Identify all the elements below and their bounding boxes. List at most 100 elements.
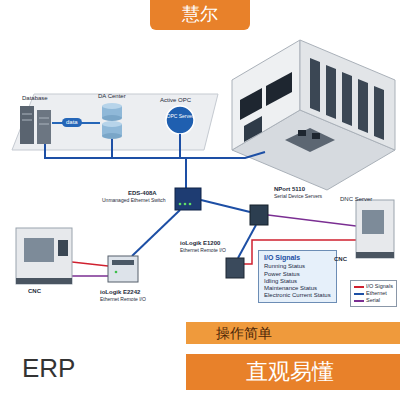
video-wall [240, 88, 262, 120]
device-type: Serial Device Servers [274, 194, 322, 200]
ethernet-wire [111, 139, 113, 158]
status-led [115, 271, 118, 274]
legend-row: Ethernet [354, 290, 393, 297]
storage-cylinder [102, 121, 122, 127]
legend-box: I/O SignalsEthernetSerial [350, 280, 397, 307]
node-text: 直观易懂 [246, 359, 334, 385]
signal-item: Running Status [264, 263, 331, 270]
machine-name: CNC [334, 256, 347, 263]
device-model: NPort 5110 [274, 186, 305, 193]
ethernet-wire [185, 158, 187, 188]
label-holder: Ethernet Remote I/O [180, 248, 226, 254]
database-server [20, 106, 34, 144]
part-name: Database [22, 95, 48, 102]
opc-server [166, 106, 194, 134]
terminal-strip [112, 260, 134, 265]
storage-cylinder [102, 103, 122, 109]
label-holder: EDS-408A [128, 190, 157, 197]
label-holder: CNC [28, 288, 41, 295]
signal-item: Idling Status [264, 278, 331, 285]
ethernet-wire [45, 144, 265, 158]
node-text: data [66, 119, 78, 126]
label-holder: Unmanaged Ethernet Switch [102, 198, 166, 204]
server-slot [39, 124, 49, 125]
legend-text: Ethernet [366, 290, 387, 297]
desk-monitor [298, 130, 306, 136]
server-slot [22, 120, 32, 121]
feature-band: 直观易懂 [186, 354, 400, 390]
legend-row: I/O Signals [354, 283, 393, 290]
io-signal-wire [72, 262, 108, 266]
status-led [179, 203, 182, 206]
label-holder: ioLogik E1200 [180, 240, 220, 247]
device-model: EDS-408A [128, 190, 157, 197]
cnc-base [16, 278, 72, 284]
cnc-panel [58, 240, 68, 256]
ethernet-wire [201, 200, 250, 212]
serial-device-server [250, 205, 268, 225]
server-rack [374, 86, 384, 140]
signal-item: Maintenance Status [264, 285, 331, 292]
server-rack [358, 79, 368, 133]
node-text: 慧尔 [182, 4, 218, 26]
label-holder: NPort 5110 [274, 186, 305, 193]
database-server [37, 110, 51, 144]
server-rack [342, 72, 352, 126]
ethernet-wire [179, 134, 181, 158]
device-type: Ethernet Remote I/O [180, 248, 226, 254]
server-rack [310, 58, 320, 112]
label-holder: DNC Server [340, 196, 372, 203]
part-name: DA Center [98, 93, 126, 100]
signal-panel: I/O SignalsRunning StatusPower StatusIdl… [258, 250, 337, 303]
server-slot [39, 118, 49, 119]
panel-heading: I/O Signals [264, 254, 331, 262]
legend-line [354, 300, 364, 302]
label-holder: Active OPC [160, 97, 191, 104]
device-type: Ethernet Remote I/O [100, 297, 146, 303]
serial-wire [268, 215, 356, 226]
storage-cylinder [102, 115, 122, 121]
remote-io-module [226, 258, 244, 278]
cnc-machine [16, 228, 72, 284]
room-wall [300, 40, 395, 150]
label-holder: Serial Device Servers [274, 194, 322, 200]
ethernet-switch [175, 188, 201, 210]
video-wall [244, 116, 262, 142]
status-led [184, 203, 187, 206]
server-rack [326, 65, 336, 119]
label-holder: Ethernet Remote I/O [100, 297, 146, 303]
operator-desk [285, 128, 335, 152]
cnc-machine [356, 200, 394, 258]
product-name: ERP [22, 354, 75, 384]
ethernet-wire [132, 210, 180, 256]
device-model: ioLogik E1200 [180, 240, 220, 247]
remote-io-module [108, 256, 138, 282]
feature-band: 操作简单 [186, 322, 400, 344]
storage-cylinder [102, 133, 122, 139]
device-model: ioLogik E2242 [100, 289, 140, 296]
cnc-window [24, 238, 54, 262]
machine-name: CNC [28, 288, 41, 295]
legend-row: Serial [354, 297, 393, 304]
server-slot [22, 114, 32, 115]
ethernet-wire [238, 225, 256, 258]
legend-line [354, 293, 364, 295]
node-text: 操作简单 [216, 325, 272, 342]
video-wall [266, 72, 292, 106]
brand-tab: 慧尔 [150, 0, 250, 30]
server-platform [12, 94, 218, 150]
signal-item: Electronic Current Status [264, 292, 331, 299]
legend-text: Serial [366, 297, 380, 304]
cnc-base [356, 252, 394, 258]
part-name: DNC Server [340, 196, 372, 203]
part-name: Active OPC [160, 97, 191, 104]
signal-item: Power Status [264, 271, 331, 278]
legend-line [354, 286, 364, 288]
label-holder: CNC [334, 256, 347, 263]
part-name: OPC Server [166, 114, 194, 120]
cnc-window [362, 210, 384, 234]
status-led [189, 203, 192, 206]
label-holder: OPC Server [166, 114, 194, 120]
data-pill: data [62, 118, 82, 127]
